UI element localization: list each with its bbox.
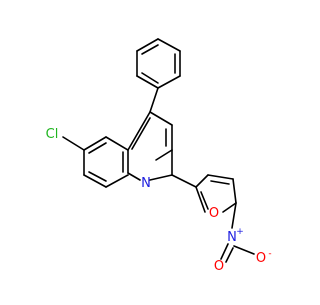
bond [136,75,159,89]
bond-inner [141,72,159,84]
bond [222,202,237,213]
nitro-oxygen-label-right: O [256,251,266,266]
bond-inner [131,117,151,150]
bonds [62,38,255,263]
bond-inner [88,171,107,182]
nitro-minus-charge: - [268,249,271,259]
bond [233,245,255,255]
bond-inner [88,142,107,154]
bond [136,38,159,52]
bond [149,87,159,113]
bond [83,136,107,151]
bond [231,202,237,229]
bond [157,38,181,52]
bond-inner [210,180,230,185]
nitro-nitrogen-label: N [227,230,237,245]
bond [155,149,173,161]
ring-nitrogen-label: N [141,176,151,191]
nitro-oxygen-label-left: O [214,259,224,274]
furan-oxygen-label: O [209,206,219,221]
molecule-structure: Cl N O N + O O - [46,38,272,274]
bond [83,174,107,188]
bond-inner [141,44,159,55]
bond [195,174,209,188]
bond [105,136,129,151]
bond-inner [200,191,209,210]
bond [232,178,237,204]
bond [157,75,181,89]
bond [149,111,173,126]
bond [220,243,229,260]
nitro-plus-charge: + [236,227,244,237]
bond [195,186,206,213]
bond [127,111,151,151]
atom-labels: Cl N O N + O O - [46,127,272,274]
bond [149,174,173,181]
molecule-canvas: Cl N O N + O O - [46,38,272,274]
bond [62,136,85,151]
chlorine-label: Cl [46,127,59,142]
bond [171,174,197,188]
bond [127,172,141,181]
bond [105,174,129,188]
bond [225,247,234,263]
bond [207,174,234,180]
